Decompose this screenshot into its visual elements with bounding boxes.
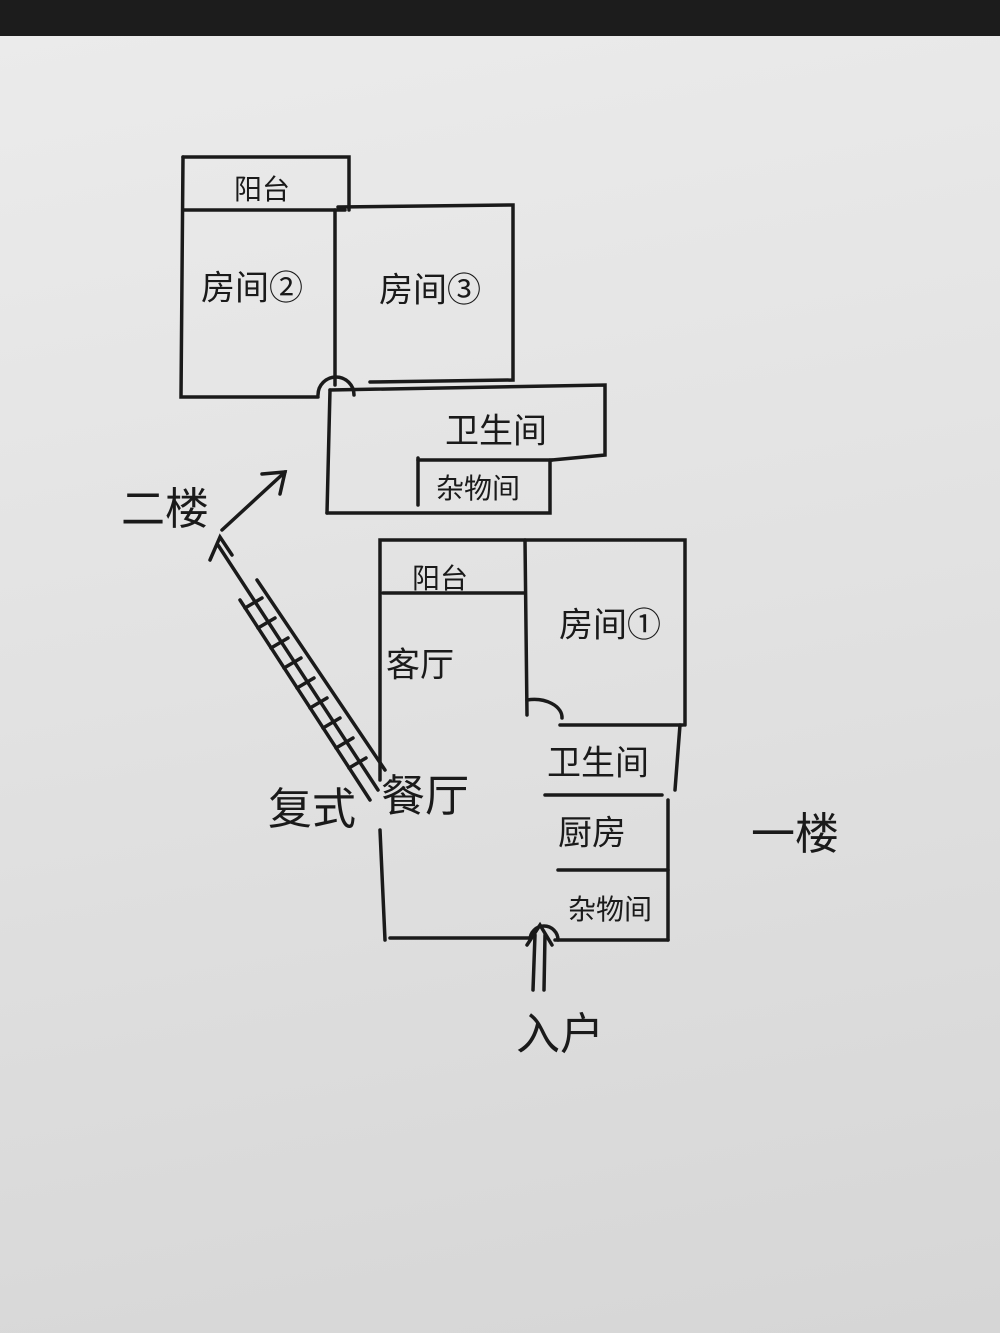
first-floor-label: 一楼 (751, 809, 839, 860)
duplex-label: 复式 (268, 784, 356, 835)
entrance-label: 入户 (516, 1009, 604, 1060)
stairs (208, 533, 387, 802)
room-1-label: 房间① (559, 605, 661, 646)
second-floor-label: 二楼 (121, 484, 209, 535)
door-arc-icon (525, 697, 564, 720)
second-floor-arrow (220, 470, 288, 532)
first-floor-balcony-label: 阳台 (411, 562, 469, 595)
room-2-label: 房间② (201, 268, 303, 309)
paper-sheet (0, 36, 1000, 1333)
second-floor-bathroom-label: 卫生间 (445, 411, 547, 452)
second-floor-walls (179, 155, 607, 515)
dining-room-label: 餐厅 (381, 771, 469, 822)
room-3-label: 房间③ (379, 270, 481, 311)
entrance-arrow (525, 921, 554, 992)
kitchen-label: 厨房 (558, 813, 626, 854)
first-floor-storage-label: 杂物间 (567, 893, 653, 926)
second-floor-storage-label: 杂物间 (435, 472, 521, 505)
door-arc-icon (528, 924, 560, 942)
second-floor-balcony-label: 阳台 (233, 173, 291, 206)
living-room-label: 客厅 (386, 645, 454, 686)
first-floor-walls (378, 538, 687, 942)
first-floor-bathroom-label: 卫生间 (547, 743, 649, 784)
